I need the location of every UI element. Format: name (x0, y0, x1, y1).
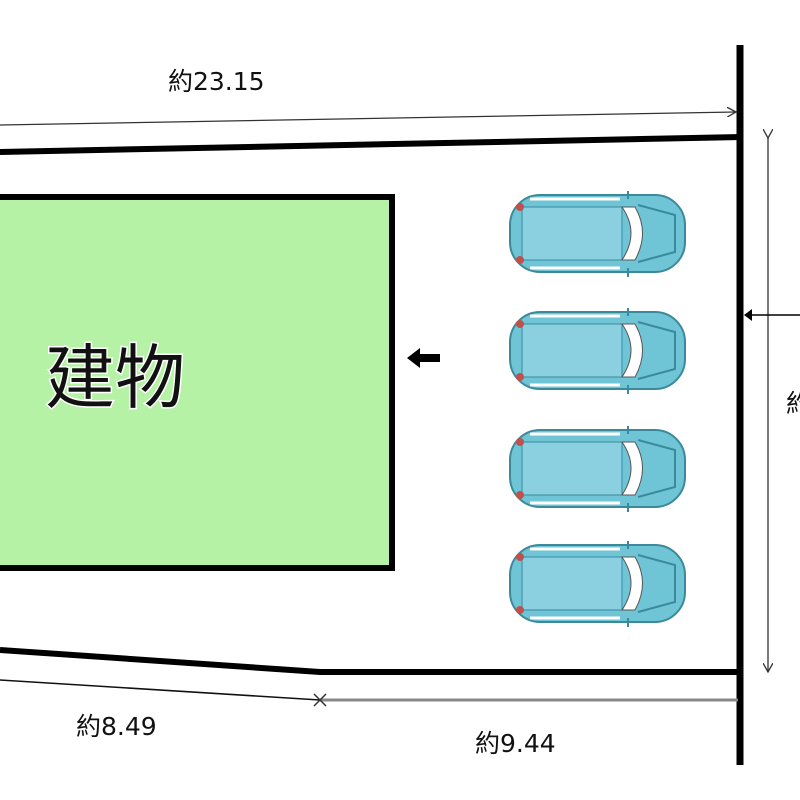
entrance-arrow-icon (407, 348, 440, 368)
car-icon (508, 306, 687, 396)
car-icon (508, 189, 687, 279)
top-boundary (0, 134, 743, 155)
road-pointer-arrow-icon (744, 309, 752, 321)
building (0, 194, 395, 571)
bottom-boundary (0, 647, 742, 675)
car-icon (508, 424, 687, 514)
car-icon (508, 539, 687, 629)
dimension-marker-icon (313, 693, 327, 707)
bottom-right-dimension-label: 約9.44 (475, 729, 556, 758)
bottom-left-dimension-label: 約8.49 (76, 712, 157, 741)
top-dimension-line (0, 112, 736, 126)
bottom-left-dimension-line (0, 679, 321, 701)
top-dimension-label: 約23.15 (168, 67, 265, 96)
building-label: 建物 (45, 337, 185, 419)
right-dimension-label: 約 (786, 389, 800, 418)
